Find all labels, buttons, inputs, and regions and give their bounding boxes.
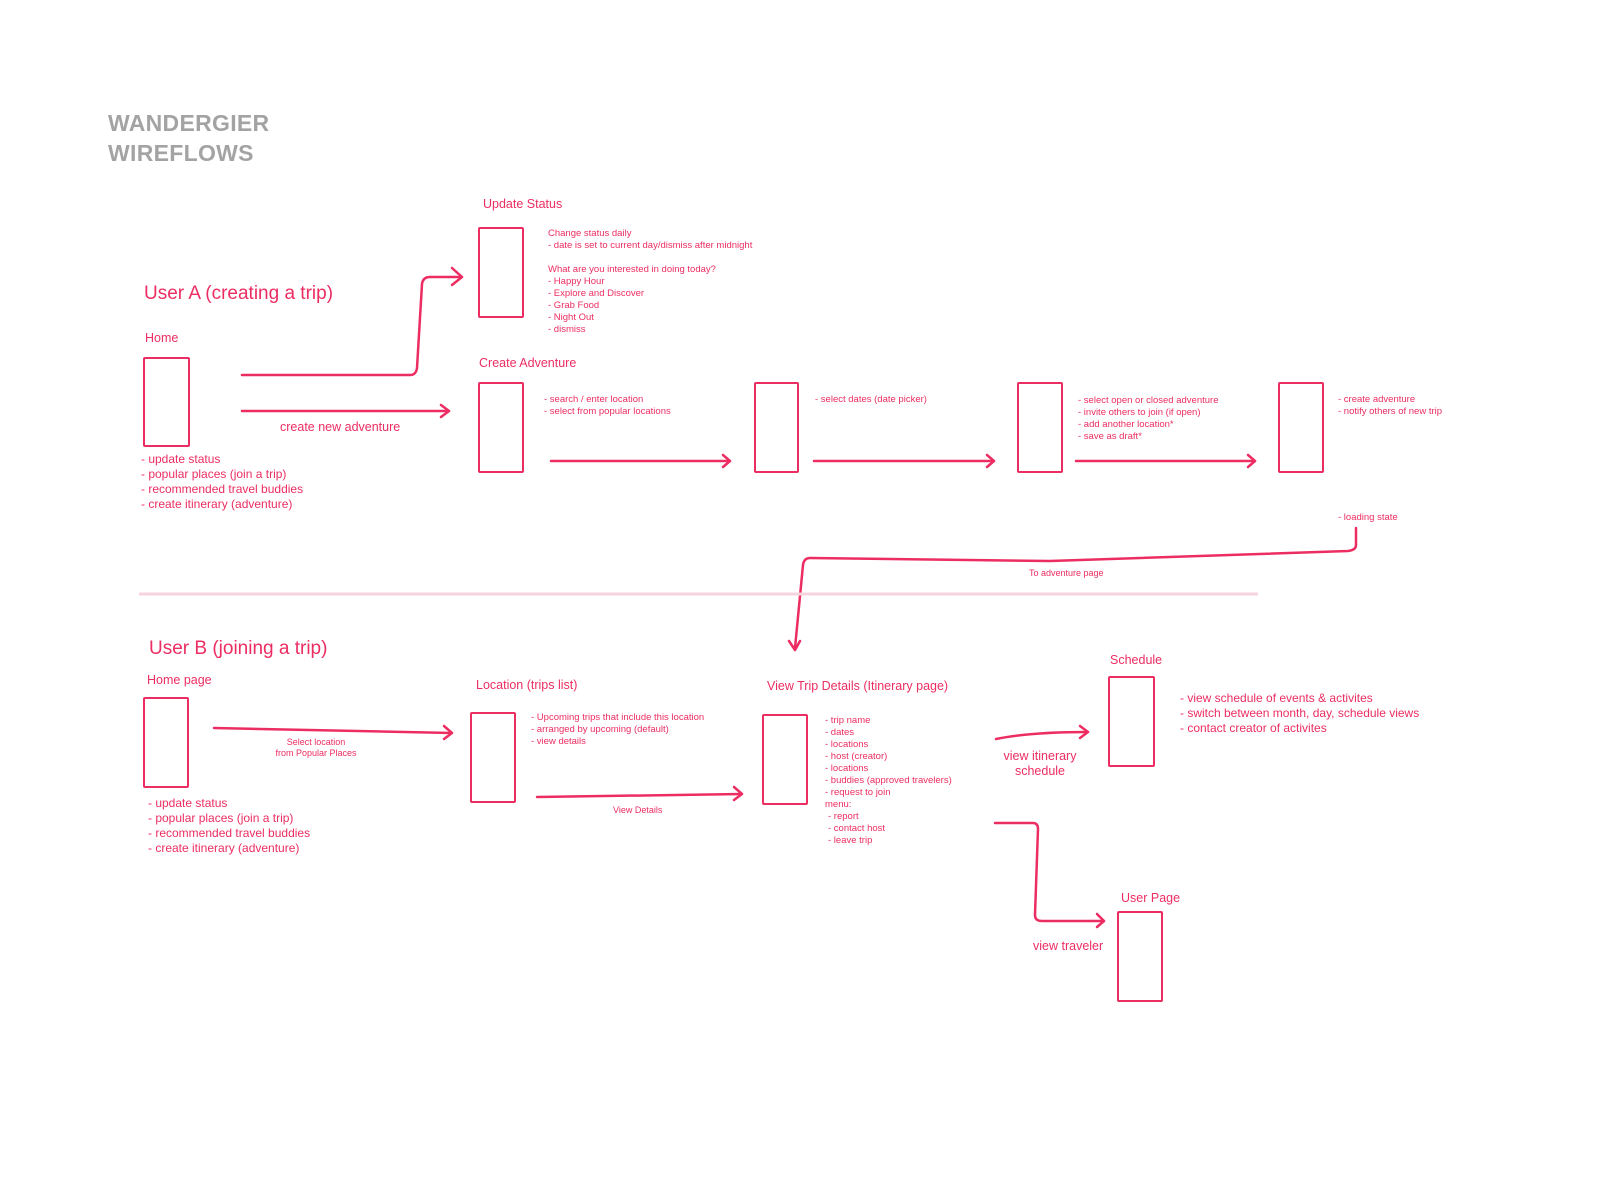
schedule-screen[interactable] bbox=[1108, 676, 1155, 767]
arrow-location-to-details bbox=[535, 792, 744, 799]
note-line: - trip name bbox=[825, 715, 871, 726]
select-dates-screen[interactable] bbox=[754, 382, 799, 473]
create-adventure-label: Create Adventure bbox=[479, 356, 577, 370]
note-line: - arranged by upcoming (default) bbox=[531, 724, 669, 735]
arrow-details-to-schedule bbox=[994, 730, 1090, 741]
arrow-to-adventure-page bbox=[793, 526, 1358, 650]
schedule-label: Schedule bbox=[1110, 653, 1163, 667]
note-line: - invite others to join (if open) bbox=[1078, 407, 1201, 418]
home-page-label: Home page bbox=[147, 673, 212, 687]
create-adventure-notes: - search / enter location - select from … bbox=[544, 394, 671, 418]
adventure-options-screen[interactable] bbox=[1017, 382, 1063, 473]
update-status-label: Update Status bbox=[483, 197, 563, 211]
note-line: - save as draft* bbox=[1078, 431, 1142, 442]
home-page-feature-list: - update status - popular places (join a… bbox=[148, 796, 310, 856]
note-line: - Upcoming trips that include this locat… bbox=[531, 712, 705, 723]
note-line: - leave trip bbox=[828, 835, 873, 846]
arrow-home-to-update-status bbox=[240, 275, 464, 377]
arrow-details-to-user-page bbox=[993, 821, 1106, 923]
note-line: - search / enter location bbox=[544, 394, 644, 405]
note-line: - host (creator) bbox=[825, 751, 888, 762]
list-item: - popular places (join a trip) bbox=[141, 467, 287, 481]
note-line: Change status daily bbox=[548, 228, 632, 239]
edge-label-view-traveler: view traveler bbox=[1033, 939, 1104, 953]
edge-label-line: from Popular Places bbox=[275, 748, 357, 758]
trip-details-label: View Trip Details (Itinerary page) bbox=[767, 679, 949, 693]
note-line: - buddies (approved travelers) bbox=[825, 775, 952, 786]
edge-label-view-itinerary: view itinerary schedule bbox=[990, 749, 1090, 779]
trip-details-screen[interactable] bbox=[762, 714, 808, 805]
note-line: - notify others of new trip bbox=[1338, 406, 1443, 417]
user-page-screen[interactable] bbox=[1117, 911, 1163, 1002]
edge-label-line: schedule bbox=[1014, 764, 1066, 778]
edge-label-view-details: View Details bbox=[613, 805, 663, 815]
home-screen[interactable] bbox=[143, 357, 190, 447]
edge-label-create-new-adventure: create new adventure bbox=[280, 420, 401, 434]
note-line: - report bbox=[828, 811, 859, 822]
create-adventure-final-screen[interactable] bbox=[1278, 382, 1324, 473]
title-line-2: WIREFLOWS bbox=[108, 140, 254, 166]
list-item: - recommended travel buddies bbox=[148, 826, 311, 840]
note-line: - date is set to current day/dismiss aft… bbox=[548, 240, 753, 251]
title-line-1: WANDERGIER bbox=[108, 110, 270, 136]
home-page-screen[interactable] bbox=[143, 697, 189, 788]
note-line: - Explore and Discover bbox=[548, 288, 645, 299]
list-item: - recommended travel buddies bbox=[141, 482, 304, 496]
home-label: Home bbox=[145, 331, 179, 345]
note-line: - create adventure bbox=[1338, 394, 1416, 405]
note-line: - select from popular locations bbox=[544, 406, 671, 417]
location-label: Location (trips list) bbox=[476, 678, 578, 692]
location-trips-screen[interactable] bbox=[470, 712, 516, 803]
schedule-feature-list: - view schedule of events & activites - … bbox=[1180, 691, 1419, 736]
note-line: - select dates (date picker) bbox=[815, 394, 927, 405]
list-item: - view schedule of events & activites bbox=[1180, 691, 1373, 705]
note-line: - Night Out bbox=[548, 312, 594, 323]
home-feature-list: - update status - popular places (join a… bbox=[141, 452, 303, 512]
list-item: - update status bbox=[141, 452, 221, 466]
final-step-notes: - create adventure - notify others of ne… bbox=[1338, 394, 1442, 418]
update-status-notes: Change status daily - date is set to cur… bbox=[548, 228, 752, 336]
note-line: - locations bbox=[825, 763, 869, 774]
note-line: - add another location* bbox=[1078, 419, 1174, 430]
list-item: - switch between month, day, schedule vi… bbox=[1180, 706, 1420, 720]
edge-label-to-adventure-page: To adventure page bbox=[1029, 568, 1104, 578]
edge-label-select-location: Select location from Popular Places bbox=[260, 737, 372, 759]
note-line: - request to join bbox=[825, 787, 891, 798]
trip-details-notes: - trip name - dates - locations - host (… bbox=[825, 715, 952, 847]
list-item: - update status bbox=[148, 796, 228, 810]
note-line: menu: bbox=[825, 799, 852, 810]
location-notes: - Upcoming trips that include this locat… bbox=[531, 712, 704, 748]
list-item: - popular places (join a trip) bbox=[148, 811, 294, 825]
note-line: - locations bbox=[825, 739, 869, 750]
diagram-title: WANDERGIER WIREFLOWS bbox=[108, 108, 269, 168]
list-item: - contact creator of activites bbox=[1180, 721, 1327, 735]
note-line: - contact host bbox=[828, 823, 886, 834]
user-a-heading: User A (creating a trip) bbox=[144, 283, 334, 304]
select-dates-notes: - select dates (date picker) bbox=[815, 394, 927, 406]
note-line: What are you interested in doing today? bbox=[548, 264, 716, 275]
create-adventure-screen[interactable] bbox=[478, 382, 524, 473]
loading-state-note: - loading state bbox=[1338, 512, 1398, 523]
note-line: - Grab Food bbox=[548, 300, 600, 311]
note-line: - dismiss bbox=[548, 324, 586, 335]
adventure-options-notes: - select open or closed adventure - invi… bbox=[1078, 395, 1218, 443]
note-line: - select open or closed adventure bbox=[1078, 395, 1219, 406]
list-item: - create itinerary (adventure) bbox=[148, 841, 300, 855]
list-item: - create itinerary (adventure) bbox=[141, 497, 293, 511]
note-line: - view details bbox=[531, 736, 586, 747]
note-line: - Happy Hour bbox=[548, 276, 605, 287]
user-b-heading: User B (joining a trip) bbox=[149, 638, 328, 659]
note-line: - dates bbox=[825, 727, 855, 738]
user-page-label: User Page bbox=[1121, 891, 1181, 905]
edge-label-line: Select location bbox=[286, 737, 346, 747]
note-line bbox=[548, 252, 752, 264]
update-status-screen[interactable] bbox=[478, 227, 524, 318]
arrow-home-to-location bbox=[212, 726, 454, 735]
edge-label-line: view itinerary bbox=[1003, 749, 1077, 763]
